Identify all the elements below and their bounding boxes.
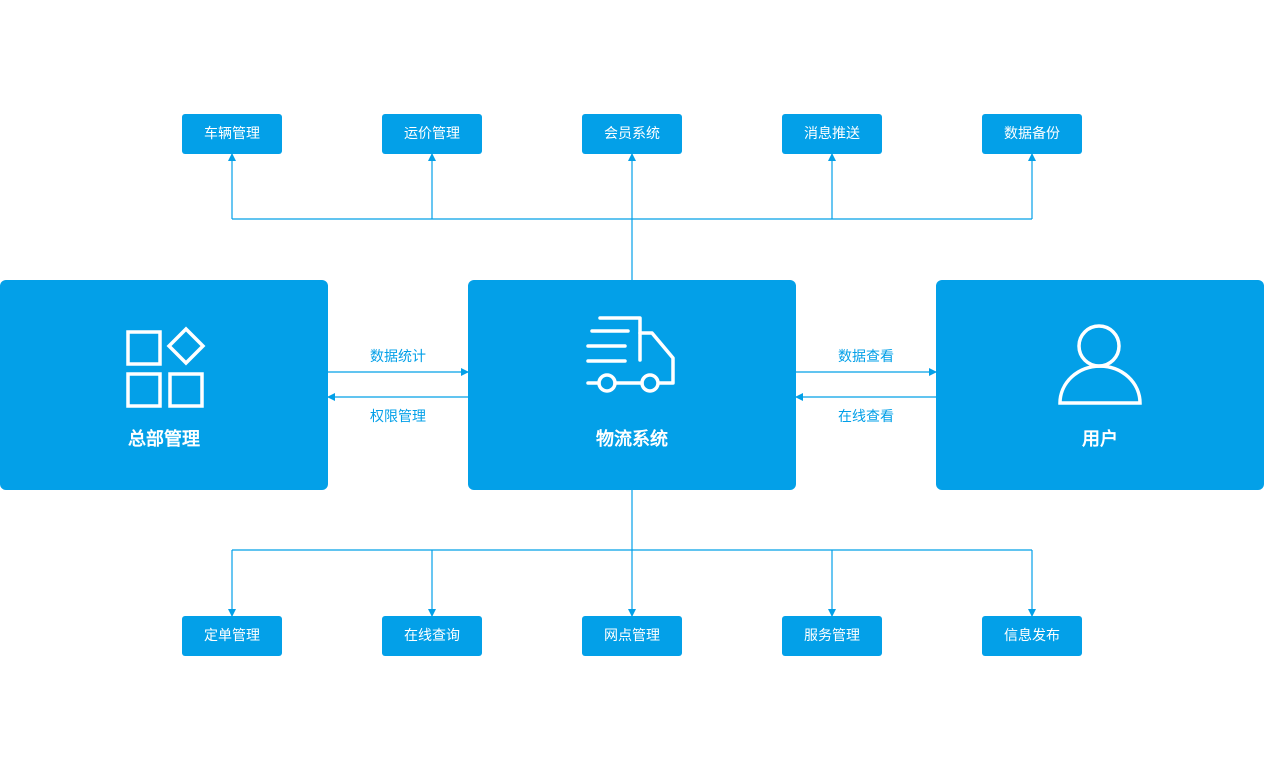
- user-icon: [1058, 324, 1142, 405]
- apps-grid-icon: [126, 326, 206, 408]
- node-user[interactable]: 用户: [936, 280, 1264, 490]
- link-label: 在线查看: [838, 409, 894, 425]
- module-member[interactable]: 会员系统: [582, 114, 682, 154]
- truck-icon: [586, 316, 675, 393]
- node-title: 总部管理: [128, 429, 200, 450]
- node-title: 物流系统: [596, 429, 668, 450]
- module-publish[interactable]: 信息发布: [982, 616, 1082, 656]
- node-system[interactable]: 物流系统: [468, 280, 796, 490]
- node-title: 用户: [1082, 429, 1118, 450]
- module-order[interactable]: 定单管理: [182, 616, 282, 656]
- module-query[interactable]: 在线查询: [382, 616, 482, 656]
- module-service[interactable]: 服务管理: [782, 616, 882, 656]
- module-freight[interactable]: 运价管理: [382, 114, 482, 154]
- node-hq[interactable]: 总部管理: [0, 280, 328, 490]
- link-label: 数据统计: [370, 349, 426, 365]
- link-label: 数据查看: [838, 349, 894, 365]
- module-backup[interactable]: 数据备份: [982, 114, 1082, 154]
- module-message[interactable]: 消息推送: [782, 114, 882, 154]
- module-outlet[interactable]: 网点管理: [582, 616, 682, 656]
- module-vehicle[interactable]: 车辆管理: [182, 114, 282, 154]
- link-label: 权限管理: [370, 409, 426, 425]
